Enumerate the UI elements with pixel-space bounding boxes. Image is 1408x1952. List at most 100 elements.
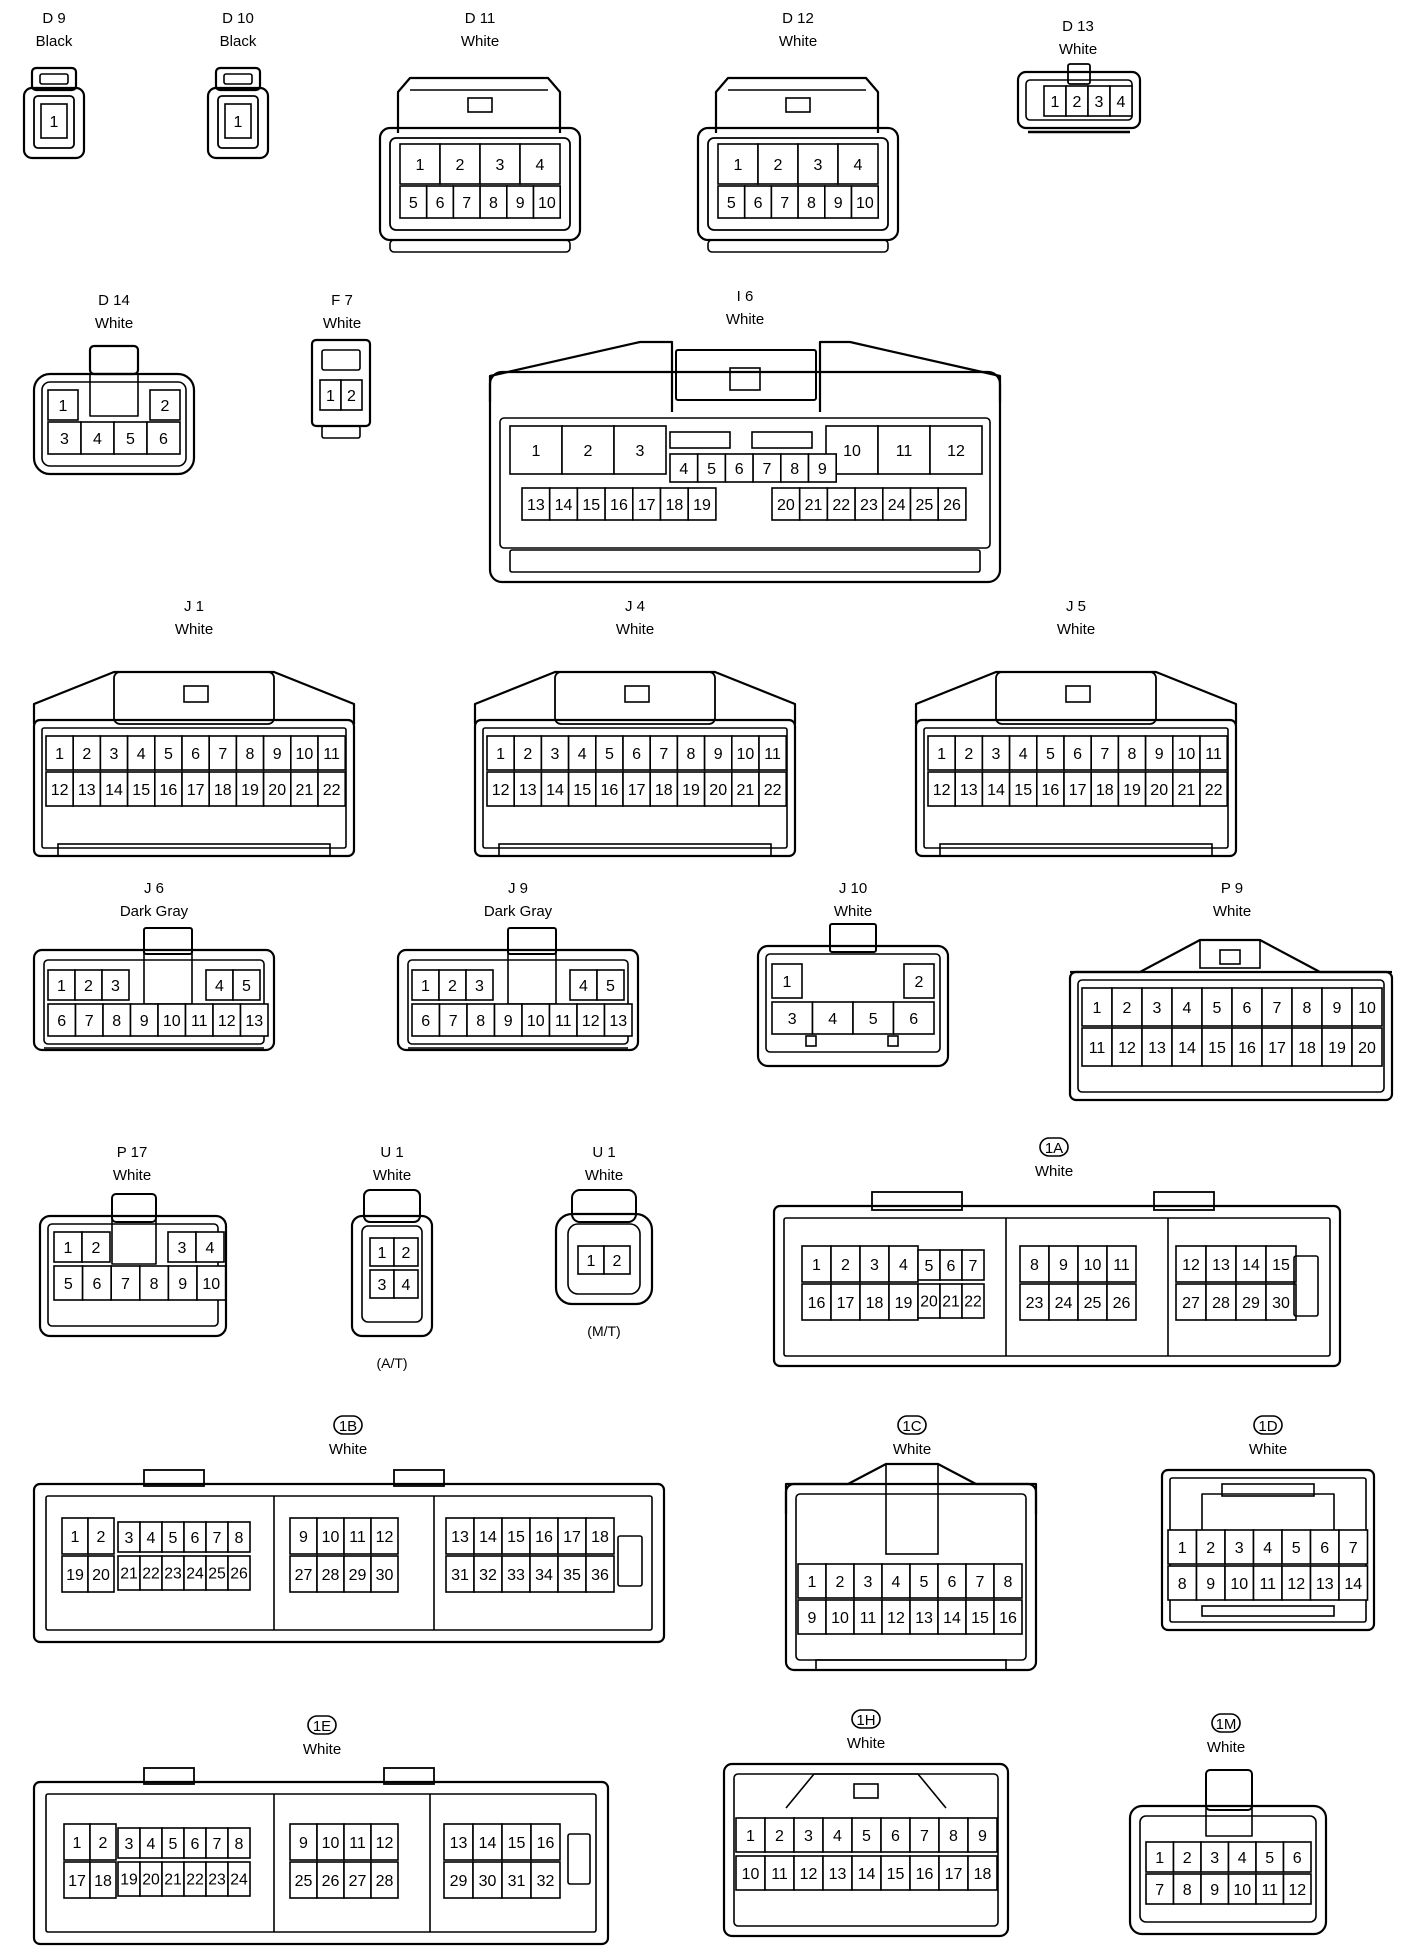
pin-cell	[1141, 1027, 1173, 1067]
pin-cell	[530, 1861, 561, 1899]
pin-cell	[167, 1265, 198, 1301]
pin-cell	[1111, 987, 1143, 1027]
pin-number: 6	[191, 1836, 200, 1853]
pin-cell	[370, 1517, 399, 1555]
pin-cell	[937, 1599, 967, 1635]
pin-cell	[1175, 1283, 1207, 1321]
connector-color: White	[373, 1167, 411, 1184]
pin-cell	[227, 1827, 251, 1859]
pin-number: 3	[1095, 94, 1104, 111]
pin-cell	[937, 487, 967, 521]
pin-cell	[603, 1245, 631, 1275]
pin-number: 7	[218, 746, 227, 763]
pin-cell	[851, 1855, 882, 1891]
pin-cell	[793, 1817, 824, 1853]
pin-cell	[669, 453, 699, 483]
pin-number: 20	[1150, 782, 1168, 799]
pin-number: 6	[57, 1013, 66, 1030]
connector-color: White	[1059, 41, 1097, 58]
pin-number: 13	[1212, 1257, 1230, 1274]
pin-number: 2	[774, 157, 783, 174]
pin-cell	[613, 425, 667, 475]
pin-number: 4	[579, 978, 588, 995]
connector-color: White	[726, 311, 764, 328]
pin-number: 11	[1261, 1882, 1278, 1899]
pin-number: 2	[836, 1574, 845, 1591]
pin-number: 12	[933, 782, 951, 799]
pin-cell	[1167, 1529, 1198, 1565]
pin-number: 13	[451, 1529, 469, 1546]
pin-cell	[479, 143, 521, 185]
pin-cell	[1281, 1529, 1312, 1565]
pin-number: 8	[476, 1013, 485, 1030]
pin-number: 18	[866, 1295, 884, 1312]
pin-cell	[1281, 1565, 1312, 1601]
pin-cell	[717, 185, 746, 219]
pin-cell	[1224, 1529, 1255, 1565]
pin-number: 10	[527, 1013, 545, 1030]
pin-cell	[622, 735, 652, 771]
pin-number: 2	[99, 1835, 108, 1852]
pin-cell	[40, 103, 68, 139]
pin-number: 1	[326, 388, 335, 405]
pin-number: 8	[112, 1013, 121, 1030]
pin-number: 14	[987, 782, 1005, 799]
pin-number: 11	[349, 1529, 366, 1546]
pin-number: 7	[976, 1574, 985, 1591]
pin-number: 7	[1349, 1540, 1358, 1557]
pin-number: 15	[1208, 1040, 1226, 1057]
pin-cell	[438, 1003, 468, 1037]
pin-cell	[1144, 771, 1174, 807]
pin-number: 13	[450, 1835, 468, 1852]
pin-number: 10	[1358, 1000, 1376, 1017]
pin-cell	[530, 1823, 561, 1861]
pin-cell	[465, 969, 494, 1001]
pin-cell	[771, 487, 801, 521]
pin-cell	[1255, 1873, 1285, 1905]
pin-number: 2	[584, 443, 593, 460]
pin-number: 4	[854, 157, 863, 174]
pin-number: 3	[1153, 1000, 1162, 1017]
pin-cell	[519, 143, 561, 185]
pin-number: 3	[111, 978, 120, 995]
pin-number: 1	[59, 398, 68, 415]
pin-number: 29	[1242, 1295, 1260, 1312]
pin-number: 11	[1205, 746, 1222, 763]
connector-color: Black	[220, 33, 257, 50]
pin-number: 6	[754, 195, 763, 212]
pin-number: 14	[546, 782, 564, 799]
pin-cell	[87, 1555, 115, 1593]
pin-cell	[1090, 771, 1120, 807]
pin-cell	[771, 963, 803, 999]
pin-number: 2	[82, 746, 91, 763]
pin-cell	[157, 1003, 187, 1037]
pin-number: 13	[960, 782, 978, 799]
pin-number: 4	[215, 978, 224, 995]
pin-number: 3	[178, 1240, 187, 1257]
pin-number: 9	[978, 1828, 987, 1845]
pin-number: 17	[628, 782, 646, 799]
pin-cell	[262, 735, 292, 771]
pin-number: 12	[1182, 1257, 1200, 1274]
pin-number: 11	[860, 1610, 877, 1627]
pin-cell	[771, 1001, 814, 1035]
pin-cell	[101, 969, 130, 1001]
pin-number: 3	[636, 443, 645, 460]
pin-cell	[1291, 987, 1323, 1027]
pin-number: 1	[1051, 94, 1060, 111]
pin-cell	[317, 771, 347, 807]
pin-number: 4	[1263, 1540, 1272, 1557]
pin-number: 14	[105, 782, 123, 799]
pin-number: 7	[121, 1276, 130, 1293]
pin-number: 11	[896, 443, 913, 460]
pin-number: 7	[780, 195, 789, 212]
pin-cell	[1338, 1529, 1369, 1565]
pin-cell	[370, 1823, 399, 1861]
pin-number: 30	[1272, 1295, 1290, 1312]
pin-number: 8	[489, 195, 498, 212]
pin-number: 14	[1344, 1576, 1362, 1593]
pin-number: 6	[1293, 1850, 1302, 1867]
pin-number: 10	[202, 1276, 220, 1293]
pin-cell	[1351, 1027, 1383, 1067]
